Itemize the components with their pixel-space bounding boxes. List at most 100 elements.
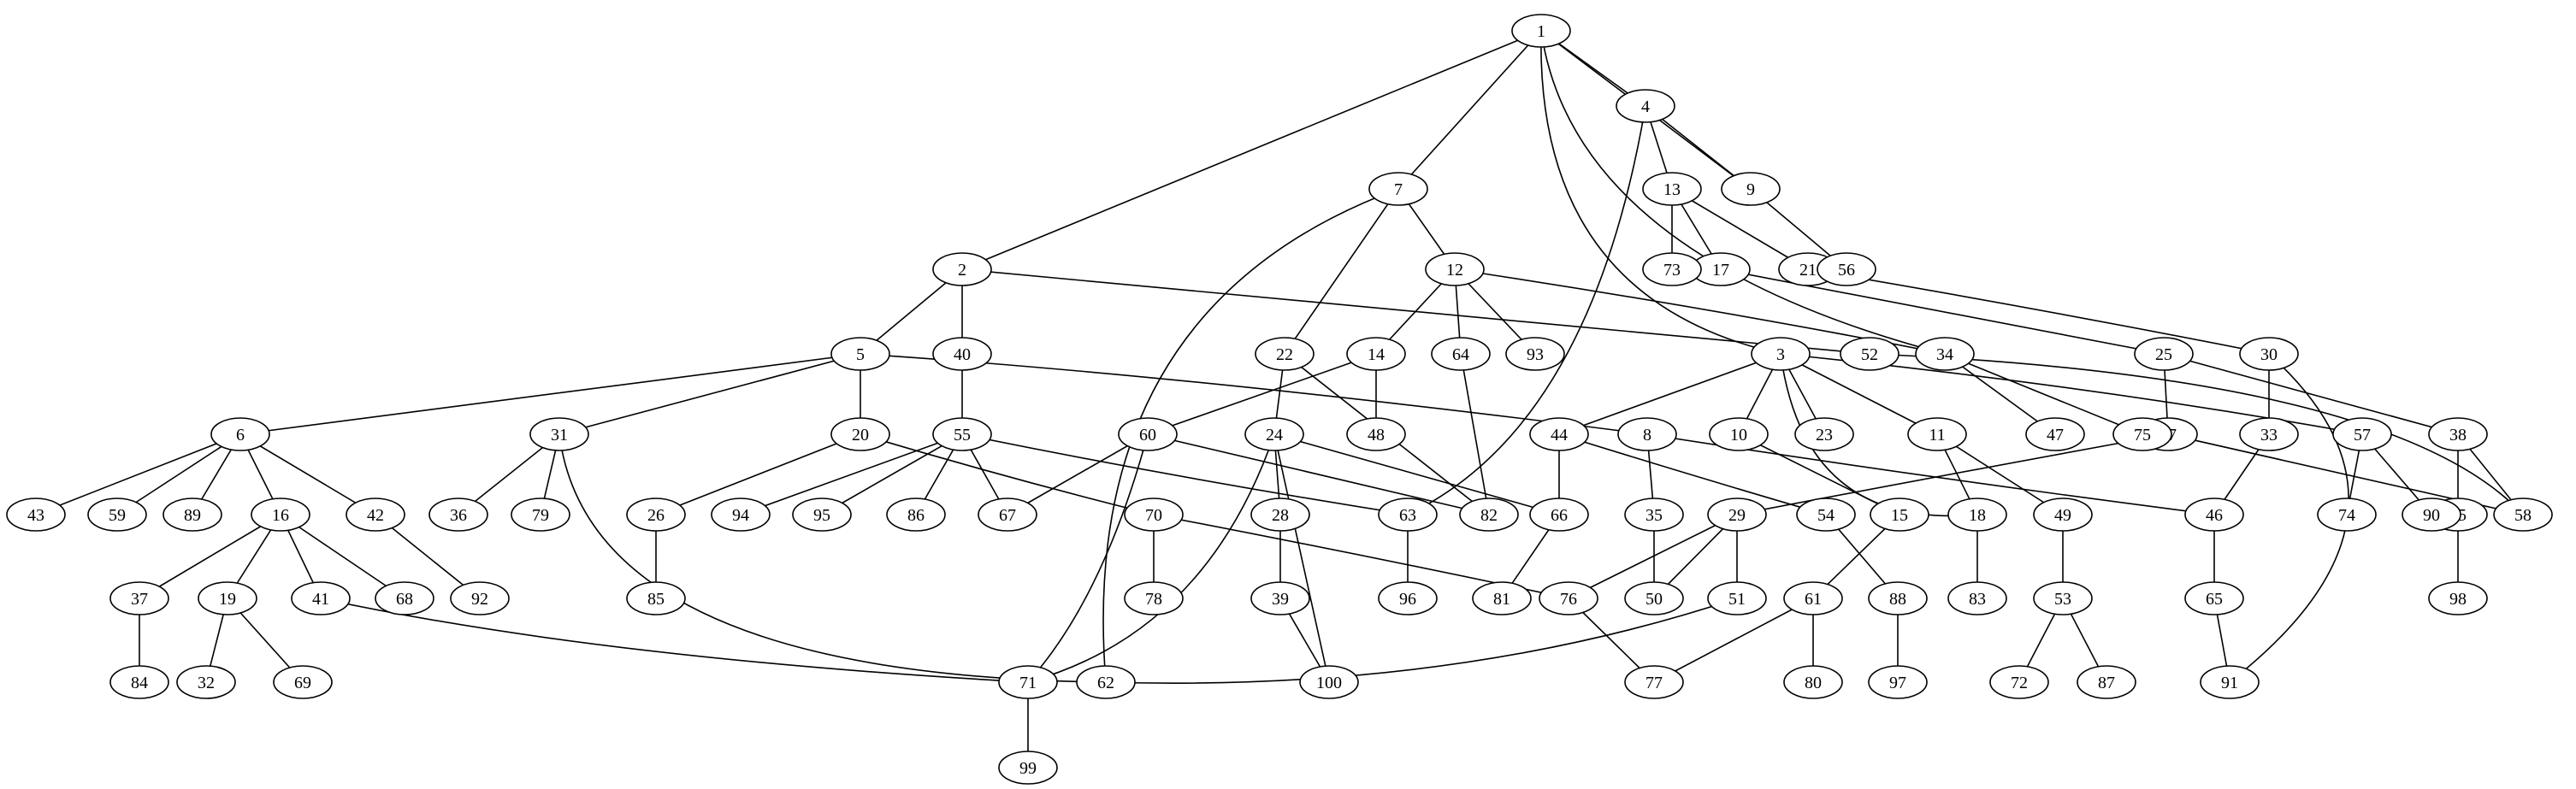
node-19-label: 19	[219, 590, 236, 609]
node-52-shape	[1840, 337, 1900, 371]
node-63-label: 63	[1399, 506, 1416, 525]
node-82-shape	[1459, 498, 1519, 532]
node-19-shape	[198, 581, 257, 615]
node-86: 86	[886, 498, 946, 532]
node-9-label: 9	[1746, 180, 1755, 199]
node-50-label: 50	[1645, 590, 1663, 609]
node-8-shape	[1617, 417, 1677, 451]
node-10-shape	[1709, 417, 1769, 451]
node-42-shape	[346, 498, 405, 532]
node-50: 50	[1624, 581, 1684, 615]
node-38-shape	[2428, 417, 2488, 451]
node-56: 56	[1817, 252, 1876, 286]
node-90: 90	[2402, 498, 2461, 532]
node-98: 98	[2428, 581, 2488, 615]
node-66-shape	[1529, 498, 1589, 532]
node-55-shape	[932, 417, 992, 451]
node-84: 84	[109, 665, 169, 699]
node-5-label: 5	[856, 345, 865, 364]
node-47-label: 47	[2047, 426, 2064, 445]
node-75: 75	[2112, 417, 2172, 451]
node-68-shape	[375, 581, 434, 615]
edge-31-62	[558, 433, 1107, 683]
node-56-label: 56	[1838, 261, 1855, 280]
node-37-shape	[109, 581, 169, 615]
node-5: 5	[830, 337, 890, 371]
node-9: 9	[1721, 172, 1781, 206]
node-64-shape	[1431, 337, 1491, 371]
edge-2-5	[860, 268, 963, 355]
node-23-label: 23	[1816, 426, 1833, 445]
edge-6-43	[35, 433, 241, 515]
node-59-shape	[87, 498, 147, 532]
node-2-shape	[932, 252, 992, 286]
node-62: 62	[1076, 665, 1136, 699]
node-70-shape	[1124, 498, 1184, 532]
node-85-shape	[626, 581, 686, 615]
node-46: 46	[2184, 498, 2244, 532]
node-52: 52	[1840, 337, 1900, 371]
node-60: 60	[1118, 417, 1178, 451]
node-100-shape	[1299, 665, 1359, 699]
node-4-label: 4	[1641, 97, 1650, 116]
node-24-shape	[1244, 417, 1304, 451]
edge-21-30	[1807, 268, 2270, 355]
node-69-shape	[273, 665, 333, 699]
edge-27-29	[1736, 433, 2169, 515]
edge-1-34	[1540, 30, 1946, 355]
node-52-label: 52	[1861, 345, 1878, 364]
node-93-shape	[1505, 337, 1565, 371]
node-16-label: 16	[272, 506, 289, 525]
node-75-shape	[2112, 417, 2172, 451]
edge-3-44	[1558, 353, 1781, 435]
node-31-shape	[529, 417, 589, 451]
edge-34-75	[1944, 353, 2143, 435]
node-82: 82	[1459, 498, 1519, 532]
edge-2-52	[961, 268, 1870, 355]
node-39-label: 39	[1272, 590, 1289, 609]
edge-3-18	[1780, 353, 1978, 517]
node-90-label: 90	[2423, 506, 2440, 525]
edge-64-82	[1460, 353, 1490, 515]
node-83-label: 83	[1969, 590, 1986, 609]
node-3-shape	[1751, 337, 1811, 371]
node-35-label: 35	[1645, 506, 1663, 525]
node-14-shape	[1346, 337, 1406, 371]
node-39: 39	[1250, 581, 1310, 615]
node-12-shape	[1425, 252, 1485, 286]
edge-1-3	[1540, 30, 1781, 355]
node-38-label: 38	[2449, 426, 2467, 445]
node-35-shape	[1624, 498, 1684, 532]
node-5-shape	[830, 337, 890, 371]
node-20: 20	[830, 417, 890, 451]
node-48-shape	[1346, 417, 1406, 451]
node-47: 47	[2025, 417, 2085, 451]
node-89-shape	[162, 498, 222, 532]
node-56-shape	[1817, 252, 1876, 286]
edge-14-60	[1147, 353, 1377, 435]
node-69: 69	[273, 665, 333, 699]
edge-4-63	[1407, 105, 1646, 515]
node-9-shape	[1721, 172, 1781, 206]
node-83: 83	[1947, 581, 2007, 615]
node-98-label: 98	[2449, 590, 2467, 609]
node-72: 72	[1989, 665, 2049, 699]
node-31: 31	[529, 417, 589, 451]
node-97-label: 97	[1889, 674, 1906, 692]
node-10-label: 10	[1730, 426, 1747, 445]
node-54-label: 54	[1817, 506, 1835, 525]
node-10: 10	[1709, 417, 1769, 451]
node-36: 36	[428, 498, 488, 532]
node-85-label: 85	[647, 590, 665, 609]
node-98-shape	[2428, 581, 2488, 615]
node-90-shape	[2402, 498, 2461, 532]
node-37-label: 37	[131, 590, 148, 609]
node-57: 57	[2332, 417, 2392, 451]
node-68: 68	[375, 581, 434, 615]
edge-1-2	[961, 30, 1542, 270]
node-18-label: 18	[1969, 506, 1986, 525]
edge-25-38	[2163, 353, 2459, 435]
node-91-label: 91	[2221, 674, 2238, 692]
node-32: 32	[176, 665, 236, 699]
